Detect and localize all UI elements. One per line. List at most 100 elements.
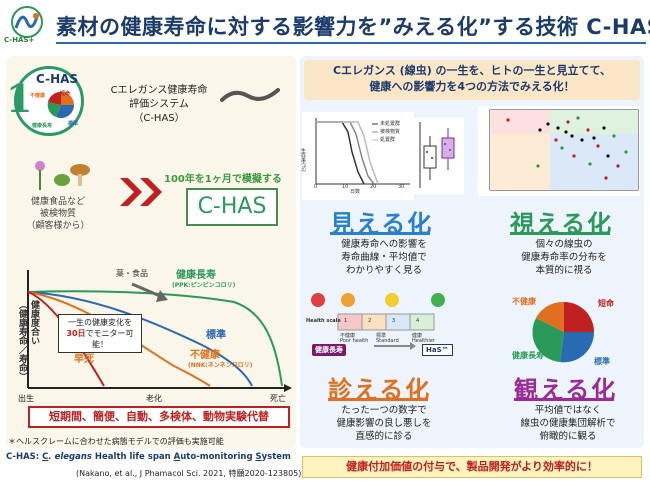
lifespan-graph [14, 262, 294, 402]
x-label-death: 死亡 [270, 394, 286, 403]
worm-icon [220, 84, 280, 112]
title-divider [56, 42, 646, 44]
chas-part: Health life span [91, 452, 174, 462]
chart1-tick: 30 [398, 184, 405, 190]
arrow-label: 100年を1ヶ月で模擬する [164, 174, 282, 185]
pie-label-unhealthy: 不健康 [512, 297, 536, 306]
shinderu-description: たった一つの数字で 健康影響の良し悪しを 直感的に診る [316, 404, 452, 443]
banner-line: 健康への影響力を4つの方法でみえる化！ [369, 80, 575, 93]
kanjiru-description: 平均値ではなく 線虫の健康集団解析で 俯瞰的に観る [500, 404, 636, 443]
scale-text: Poor health [340, 338, 369, 344]
badge-tag-short: 短命 [60, 91, 71, 97]
desc-line: 本質的に視る [535, 265, 593, 276]
food-description: 健康食品など 被検物質 （顧客様から） [14, 196, 102, 232]
system-line: 評価システム [129, 99, 189, 110]
features-box: 短期間、簡便、自動、多検体、動物実験代替 [28, 406, 290, 428]
desc-line: たった一つの数字で [341, 405, 427, 416]
chart1-ylabel: 生存率(%) [300, 148, 306, 172]
chart1-tick: 20 [370, 184, 377, 190]
desc-line: 健康影響の良し悪しを [336, 418, 432, 429]
chas-letter-a: A [173, 452, 181, 462]
scale-text: 健康 [412, 333, 423, 339]
badge-tag-standard: 標準 [68, 121, 79, 127]
graph-y-label: 健康度合い （健康寿命／寿命） [16, 300, 40, 381]
callout-line: でモニター可能！ [85, 329, 134, 349]
food-icons [28, 152, 98, 198]
footnote: ＊ヘルスクレームに合わせた病態モデルでの評価も実施可能 [8, 437, 224, 446]
chart1-legend-item: 処置群 [380, 137, 396, 143]
chas-part: ystem [261, 452, 291, 462]
badge-number: 1 [6, 76, 33, 121]
shinderu-underline [328, 398, 428, 401]
label-early-death: 早死 [74, 354, 94, 365]
desc-line: 健康寿命率の分布を [521, 252, 607, 263]
header [0, 0, 650, 50]
page-title: 素材の健康寿命に対する影響力を”みえる化”する技術 C-HAS [56, 15, 650, 39]
scale-level: 1 [344, 318, 348, 324]
label-healthy-longevity: 健康長寿 [176, 270, 216, 281]
scale-text: 不健康 [340, 333, 356, 339]
desc-line: 直感的に診る [355, 431, 413, 442]
chas-part: uto-monitoring [180, 452, 256, 462]
x-label-birth: 出生 [18, 394, 34, 403]
food-line: （顧客様から） [26, 221, 90, 231]
desc-line: わかりやすく見る [345, 265, 422, 276]
health-scale-diagram [304, 290, 454, 374]
chas-prefix: C-HAS: [6, 452, 43, 462]
desc-line: 線虫の健康集団解析で [520, 418, 616, 429]
badge-tag-longevity: 健康長寿 [32, 123, 53, 129]
monitor-callout: 一生の健康変化を 30日でモニター可能！ [58, 314, 142, 353]
food-line: 被検物質 [39, 209, 76, 219]
chas-part: . elegans [48, 452, 92, 462]
has-label: HaS™ [422, 344, 453, 356]
chas-logo [6, 4, 48, 44]
pie-label-longevity: 健康長寿 [512, 351, 544, 360]
desc-line: 健康寿命への影響を [341, 239, 427, 250]
ylabel-line: 健康度合い [29, 300, 39, 345]
label-standard: 標準 [206, 330, 226, 341]
scatter-chart [478, 106, 640, 196]
callout-line: 一生の健康変化を [68, 318, 132, 327]
food-line: 健康食品など [30, 197, 85, 207]
system-line: Cエレガンス健康寿命 [110, 85, 208, 96]
chart1-tick: 10 [342, 184, 349, 190]
shieru-underline [510, 232, 610, 235]
desc-line: 寿命曲線・平均値で [341, 252, 427, 263]
desc-line: 平均値ではなく [534, 405, 602, 416]
system-description: Cエレガンス健康寿命 評価システム （C-HAS） [104, 84, 214, 126]
chart1-tick: 0 [314, 184, 318, 190]
badge-pie-icon [46, 90, 76, 124]
health-scale-label: Health scale [306, 318, 341, 324]
pie-label-standard: 標準 [594, 357, 610, 366]
scale-level: 4 [416, 318, 420, 324]
scale-text: Healthier [412, 338, 435, 344]
pie-label-short: 短命 [598, 299, 614, 308]
reference: (Nakano, et al., J Phamacol Sci. 2021, 特… [76, 469, 302, 478]
banner-line: Cエレガンス (線虫) の一生を、ヒトの一生と見立てて、 [332, 64, 611, 77]
scale-level: 2 [368, 318, 372, 324]
chart1-legend-item: 未処置群 [380, 121, 401, 127]
badge-title: C-HAS [36, 72, 79, 86]
boxplot-chart [414, 118, 464, 194]
kanjiru-underline [514, 398, 614, 401]
chart1-legend-item: 被検物質 [380, 129, 401, 135]
mieru-description: 健康寿命への影響を 寿命曲線・平均値で わかりやすく見る [316, 238, 452, 277]
chas-letter-c: C [42, 452, 49, 462]
label-unhealthy: 不健康 [190, 350, 220, 361]
label-ppk: (PPK:ピンピンコロリ) [172, 282, 236, 289]
mieru-underline [330, 232, 430, 235]
intro-banner: Cエレガンス (線虫) の一生を、ヒトの一生と見立てて、 健康への影響力を4つの… [304, 60, 640, 100]
conclusion-banner: 健康付加価値の付与で、製品開発がより効率的に！ [302, 456, 642, 478]
chas-full-name: C-HAS: C. elegans Health life span Auto-… [6, 452, 291, 462]
system-line: （C-HAS） [133, 113, 185, 124]
label-drug-food: 薬・食品 [116, 269, 148, 278]
scale-level: 3 [392, 318, 396, 324]
logo-label: C-HAS+ [4, 36, 35, 44]
ylabel-line: （健康寿命／寿命） [17, 300, 27, 381]
x-label-aging: 老化 [146, 394, 162, 403]
scale-text: 標準 [376, 333, 387, 339]
scale-text: Standard [376, 338, 399, 344]
score-label: 健康長寿 [312, 344, 346, 356]
chas-system-box: C-HAS [186, 188, 278, 226]
desc-line: 俯瞰的に観る [539, 431, 597, 442]
